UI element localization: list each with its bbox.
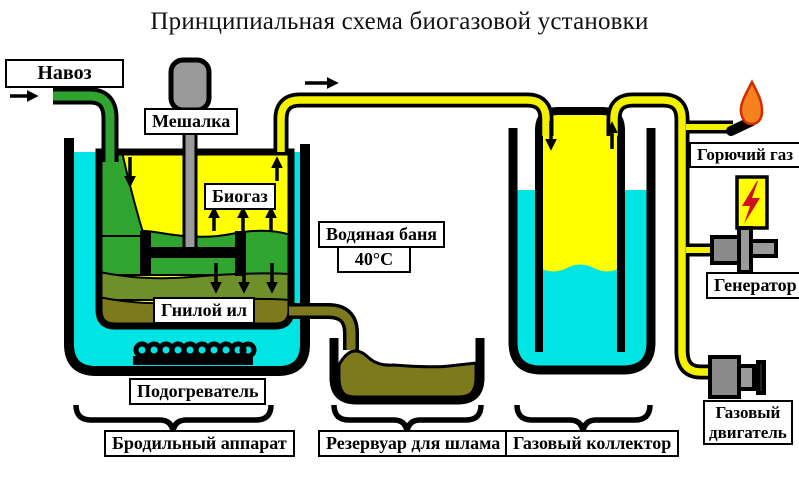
engine-flywheel — [756, 360, 766, 395]
label-rotten-sludge: Гнилой ил — [153, 297, 255, 324]
mixer-paddle-end — [140, 231, 151, 276]
mixer-paddle-bar — [143, 247, 243, 258]
label-biogas: Биогаз — [204, 183, 276, 210]
collector-outer-wall — [508, 128, 656, 375]
label-sludge-reservoir: Резервуар для шлама — [318, 430, 509, 457]
fermenter-mid-layer — [98, 270, 292, 301]
heater-coil-base — [133, 356, 253, 365]
fermenter-brace — [73, 404, 274, 432]
gas-collector-brace — [514, 404, 653, 432]
gas-engine-icon — [708, 355, 766, 399]
flame-icon — [739, 79, 764, 126]
manure-pipe-core — [53, 91, 115, 162]
manure-pipe — [53, 87, 119, 162]
pipe-fermenter-to-collector-outline — [273, 92, 554, 152]
high-voltage-icon — [735, 175, 769, 230]
heater-coil-loop — [239, 341, 257, 359]
engine-head — [737, 364, 756, 391]
sludge-reservoir-wall — [329, 338, 485, 405]
sludge-pipe — [289, 303, 359, 350]
lightning-bolt-icon — [742, 181, 760, 224]
generator-icon — [710, 226, 778, 274]
label-heater: Подогреватель — [129, 378, 267, 405]
label-fermenter: Бродильный аппарат — [104, 430, 295, 457]
label-generator: Генератор — [706, 272, 799, 299]
label-combustible-gas: Горючий газ — [689, 142, 799, 168]
label-mixer: Мешалка — [144, 108, 239, 135]
generator-shaft — [749, 239, 778, 258]
pipe-fermenter-to-collector-core — [277, 96, 550, 152]
gas-collector — [508, 107, 656, 375]
label-gas-engine-line2: двигатель — [709, 422, 787, 442]
water-bath-wall — [64, 138, 310, 376]
collector-gas-bell-fill — [540, 114, 620, 272]
mixer-motor-icon — [168, 57, 212, 113]
label-water-bath: Водяная баня — [318, 221, 446, 248]
biogas-pipes — [273, 92, 757, 380]
generator-body — [710, 235, 742, 265]
mixer-assembly — [140, 57, 246, 276]
label-gas-engine-line1: Газовый — [715, 403, 781, 422]
flow-arrows — [10, 77, 618, 294]
sludge-fill — [337, 349, 478, 401]
label-manure: Навоз — [5, 59, 124, 88]
sludge-pipe-core — [289, 306, 356, 350]
engine-body — [708, 355, 741, 399]
braces — [73, 404, 653, 432]
heater-coil-icon — [133, 341, 257, 365]
label-gas-collector: Газовый коллектор — [505, 430, 680, 457]
label-gas-engine: Газовый двигатель — [703, 400, 793, 446]
mixer-paddle-end — [235, 231, 246, 276]
sludge-reservoir — [329, 338, 485, 405]
label-water-bath-temp: 40°C — [337, 246, 411, 273]
diagram-title: Принципиальная схема биогазовой установк… — [150, 8, 649, 35]
sludge-reservoir-brace — [331, 404, 484, 432]
pipe-collector-to-consumers-core — [610, 96, 712, 376]
